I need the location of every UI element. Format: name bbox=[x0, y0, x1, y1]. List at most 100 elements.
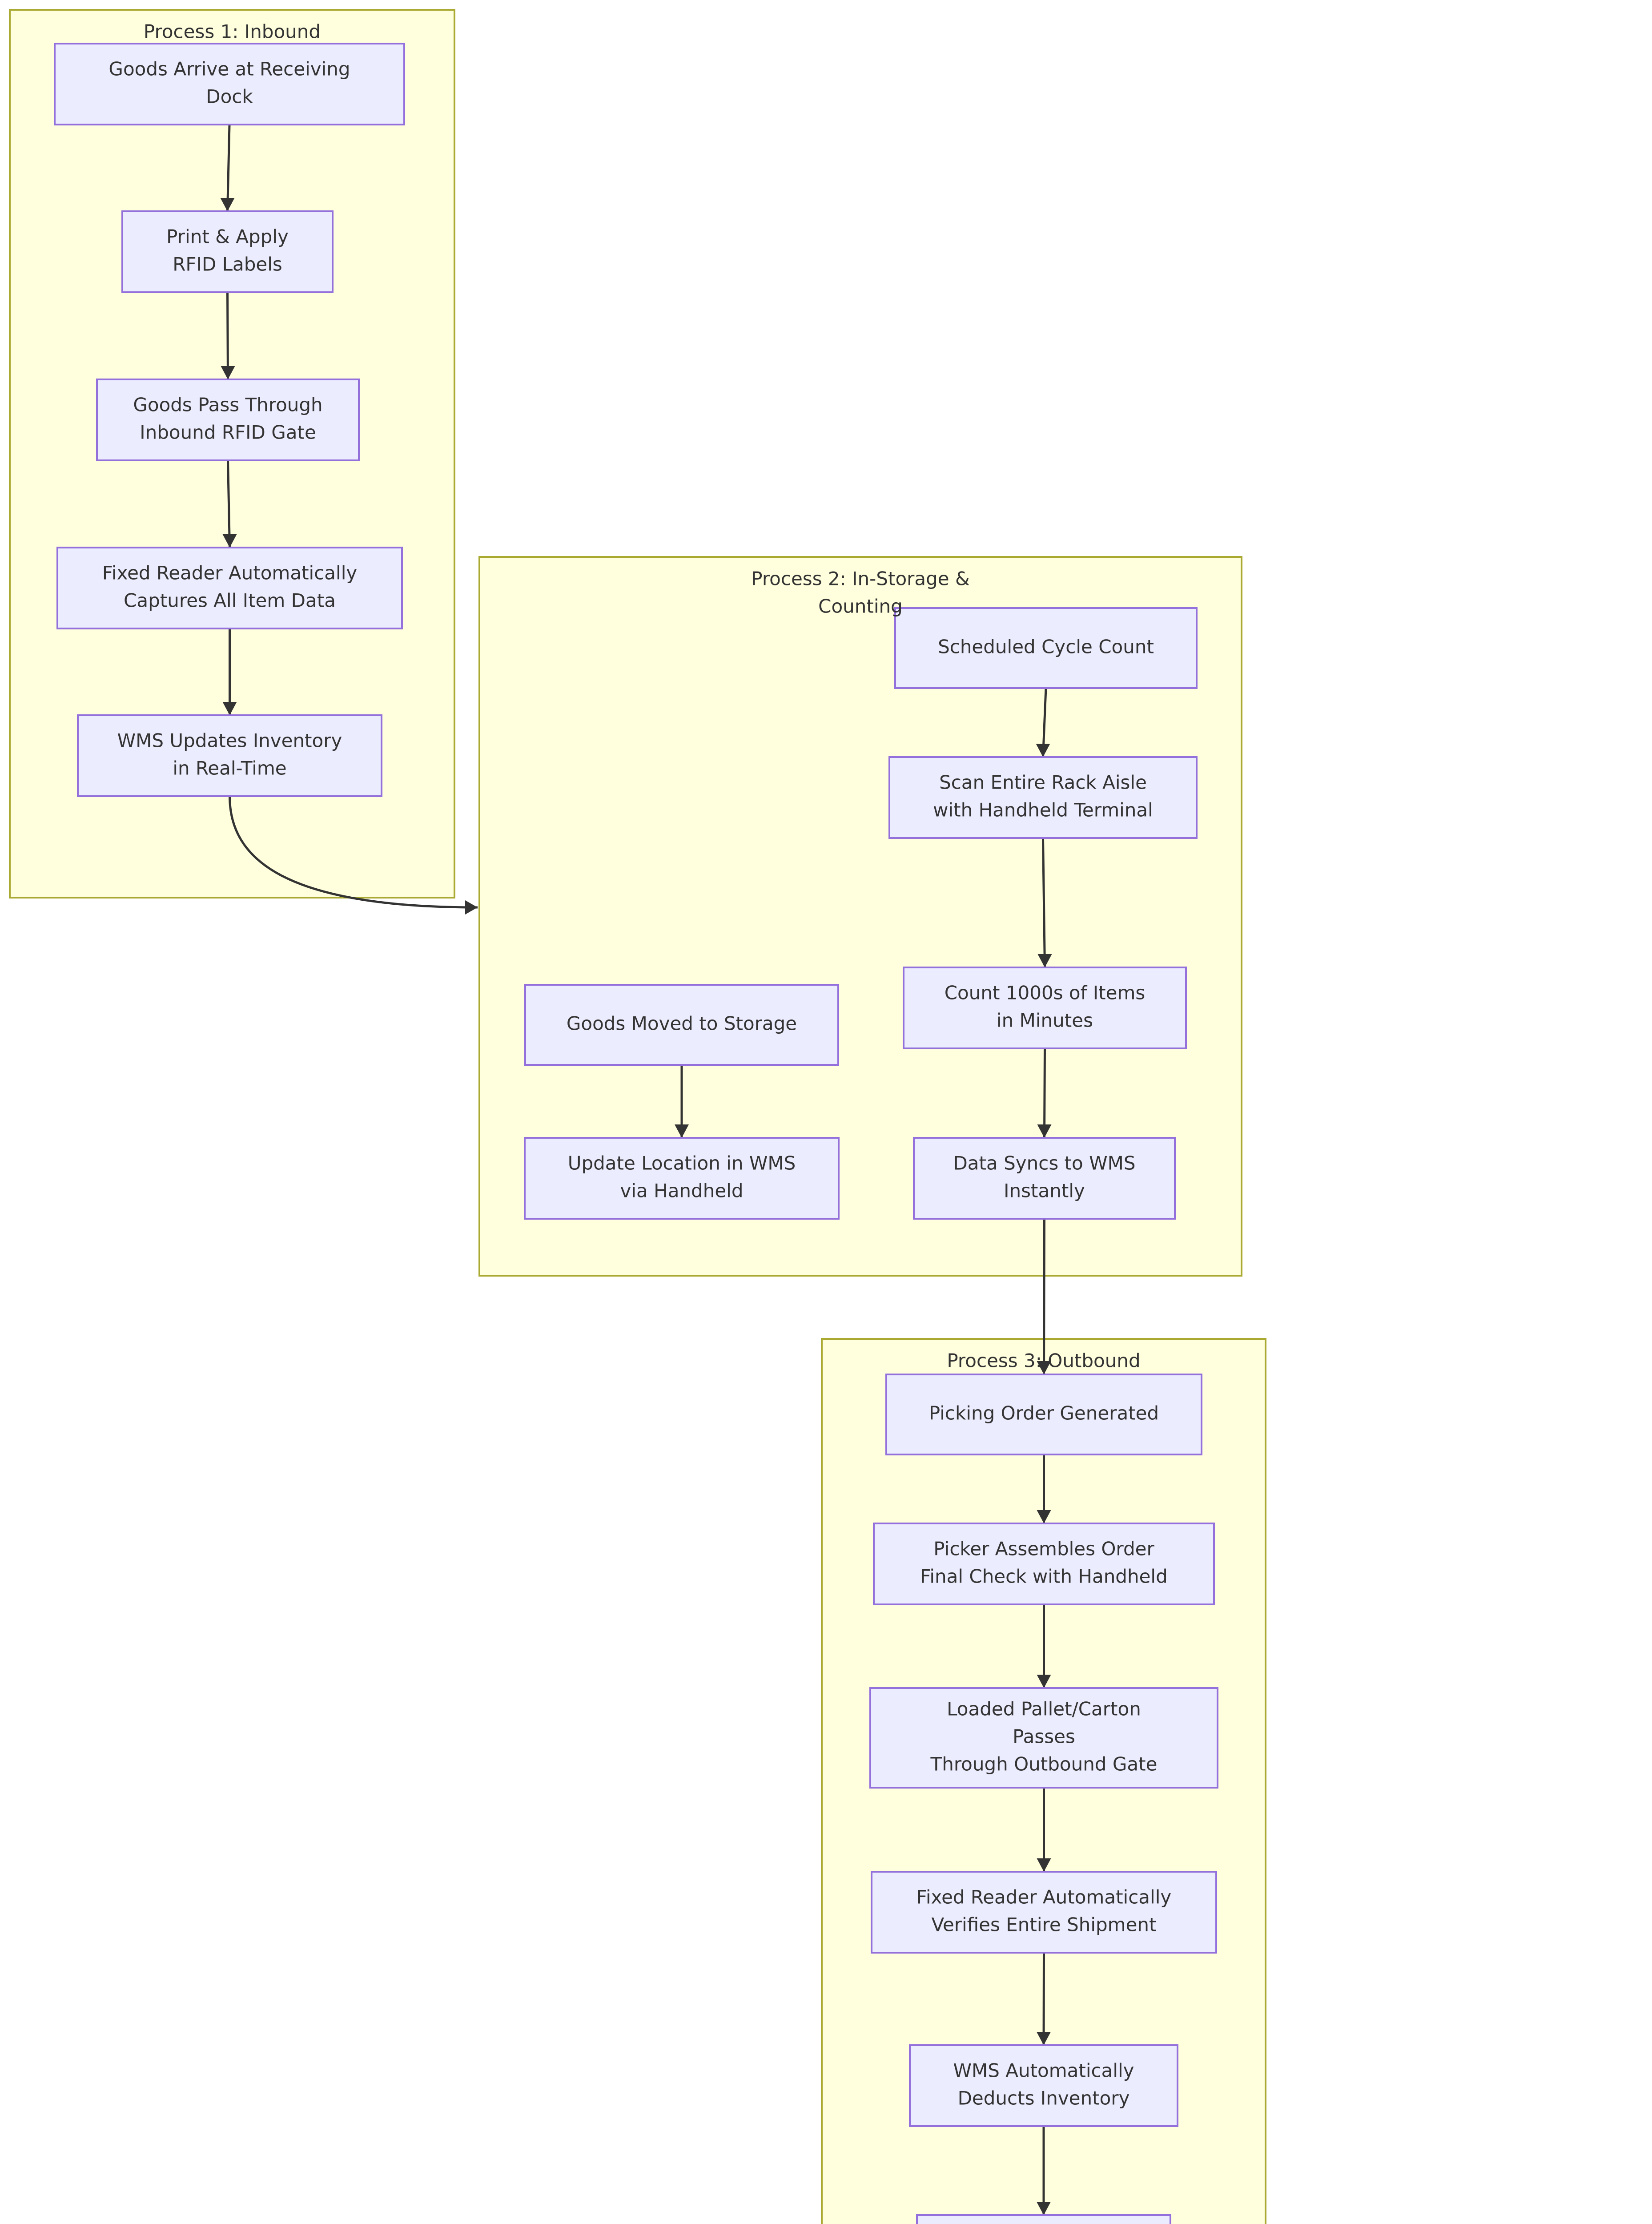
node-box[interactable] bbox=[871, 1871, 1217, 1954]
edge-n7-n8 bbox=[1037, 838, 1052, 968]
node-box[interactable] bbox=[96, 379, 360, 461]
node-label-line: in Minutes bbox=[997, 1010, 1093, 1031]
arrow-head bbox=[1037, 2202, 1051, 2215]
arrow-head bbox=[1037, 1675, 1051, 1688]
cluster-title-line: Counting bbox=[818, 596, 903, 617]
edge-n8-n9 bbox=[1037, 1048, 1052, 1138]
node-label-line: WMS Automatically bbox=[953, 2060, 1134, 2082]
node-box[interactable] bbox=[54, 43, 405, 125]
node-label-line: WMS Updates Inventory bbox=[117, 730, 342, 752]
edge-n5-p2 bbox=[229, 796, 478, 915]
node-scheduled-cycle-count[interactable]: Scheduled Cycle Count bbox=[894, 607, 1198, 689]
node-label-line: Update Location in WMS bbox=[568, 1152, 796, 1174]
node-box[interactable] bbox=[77, 714, 382, 797]
node-box[interactable] bbox=[903, 967, 1187, 1049]
node-picking-order-generated[interactable]: Picking Order Generated bbox=[885, 1374, 1202, 1455]
edge-line bbox=[227, 460, 231, 548]
node-label-line: Inbound RFID Gate bbox=[140, 422, 316, 443]
node-wms-updates-inventory-in-real-time[interactable]: WMS Updates Inventory in Real-Time bbox=[77, 714, 382, 797]
node-system-confirms-order-completion[interactable]: System ConfirmsOrder Completion bbox=[916, 2214, 1171, 2224]
node-label-line: Scan Entire Rack Aisle bbox=[939, 772, 1147, 794]
arrow-head bbox=[222, 702, 237, 715]
cluster-title-process-1-inbound: Process 1: Inbound bbox=[144, 21, 321, 43]
arrow-head bbox=[1037, 954, 1052, 967]
node-label-line: Goods Moved to Storage bbox=[567, 1013, 797, 1035]
node-update-location-in-wms-via-handheld[interactable]: Update Location in WMS via Handheld bbox=[524, 1137, 840, 1220]
arrow-head bbox=[1037, 2032, 1051, 2045]
node-label-line: Fixed Reader Automatically bbox=[102, 562, 358, 584]
node-label-line: Through Outbound Gate bbox=[930, 1753, 1158, 1775]
arrow-head bbox=[222, 534, 237, 548]
edge-line bbox=[1043, 1218, 1045, 1375]
node-label-line: Verifies Entire Shipment bbox=[931, 1914, 1156, 1936]
node-label-line: Data Syncs to WMS bbox=[953, 1152, 1135, 1174]
node-box[interactable] bbox=[894, 607, 1198, 689]
arrow-head bbox=[221, 366, 235, 379]
node-box[interactable] bbox=[916, 2214, 1171, 2224]
node-label-line: Captures All Item Data bbox=[124, 590, 336, 612]
node-box[interactable] bbox=[524, 984, 839, 1066]
node-box[interactable] bbox=[524, 1137, 840, 1220]
edge-n16-n17 bbox=[1037, 2126, 1051, 2215]
node-box[interactable] bbox=[885, 1374, 1202, 1455]
node-label-line: via Handheld bbox=[620, 1180, 744, 1202]
node-label-line: Fixed Reader Automatically bbox=[916, 1886, 1172, 1908]
cluster-title-process-2-in-storage-counting: Process 2: In-Storage & Counting bbox=[751, 568, 970, 617]
arrow-head bbox=[1037, 1858, 1051, 1872]
edge-n2-n3 bbox=[221, 292, 235, 380]
node-box[interactable] bbox=[888, 756, 1198, 839]
arrow-head bbox=[1037, 1124, 1052, 1138]
node-box[interactable] bbox=[56, 547, 403, 629]
edge-n13-n14 bbox=[1037, 1604, 1051, 1688]
node-label-line: Scheduled Cycle Count bbox=[938, 636, 1154, 658]
edge-n6-n7 bbox=[1036, 688, 1050, 757]
node-label-line: Picker Assembles Order bbox=[933, 1538, 1154, 1560]
arrow-head bbox=[1036, 744, 1050, 757]
edge-line bbox=[1042, 838, 1046, 968]
node-box[interactable] bbox=[913, 1137, 1176, 1220]
arrow-head bbox=[1037, 1361, 1051, 1374]
node-box[interactable] bbox=[909, 2044, 1178, 2127]
edge-layer bbox=[220, 124, 1052, 2215]
edge-n10-n11 bbox=[675, 1065, 689, 1138]
edge-n15-n16 bbox=[1037, 1952, 1051, 2046]
arrow-head bbox=[465, 900, 478, 915]
node-label-line: Goods Pass Through bbox=[133, 394, 322, 416]
node-label-line: Final Check with Handheld bbox=[920, 1566, 1168, 1587]
edge-n14-n15 bbox=[1037, 1788, 1051, 1872]
node-box[interactable] bbox=[873, 1523, 1215, 1605]
arrow-head bbox=[675, 1124, 689, 1138]
node-label-line: Passes bbox=[1013, 1726, 1075, 1748]
node-label-line: in Real-Time bbox=[173, 757, 286, 779]
edge-n4-n5 bbox=[222, 629, 237, 715]
node-box[interactable] bbox=[121, 210, 334, 293]
node-label-line: Picking Order Generated bbox=[929, 1402, 1159, 1424]
edge-line bbox=[226, 124, 231, 212]
cluster-title-line: Process 1: Inbound bbox=[144, 21, 321, 43]
arrow-head bbox=[1037, 1510, 1051, 1523]
arrow-head bbox=[220, 198, 235, 211]
edge-n1-n2 bbox=[220, 124, 235, 212]
node-goods-moved-to-storage[interactable]: Goods Moved to Storage bbox=[524, 984, 839, 1066]
node-label-line: Deducts Inventory bbox=[958, 2087, 1130, 2109]
edge-n12-n13 bbox=[1037, 1454, 1051, 1523]
node-label-line: Dock bbox=[206, 86, 253, 108]
cluster-title-line: Process 3: Outbound bbox=[947, 1350, 1140, 1372]
node-box[interactable] bbox=[869, 1687, 1218, 1789]
cluster-layer bbox=[9, 9, 1266, 2224]
cluster-title-line: Process 2: In-Storage & bbox=[751, 568, 970, 590]
